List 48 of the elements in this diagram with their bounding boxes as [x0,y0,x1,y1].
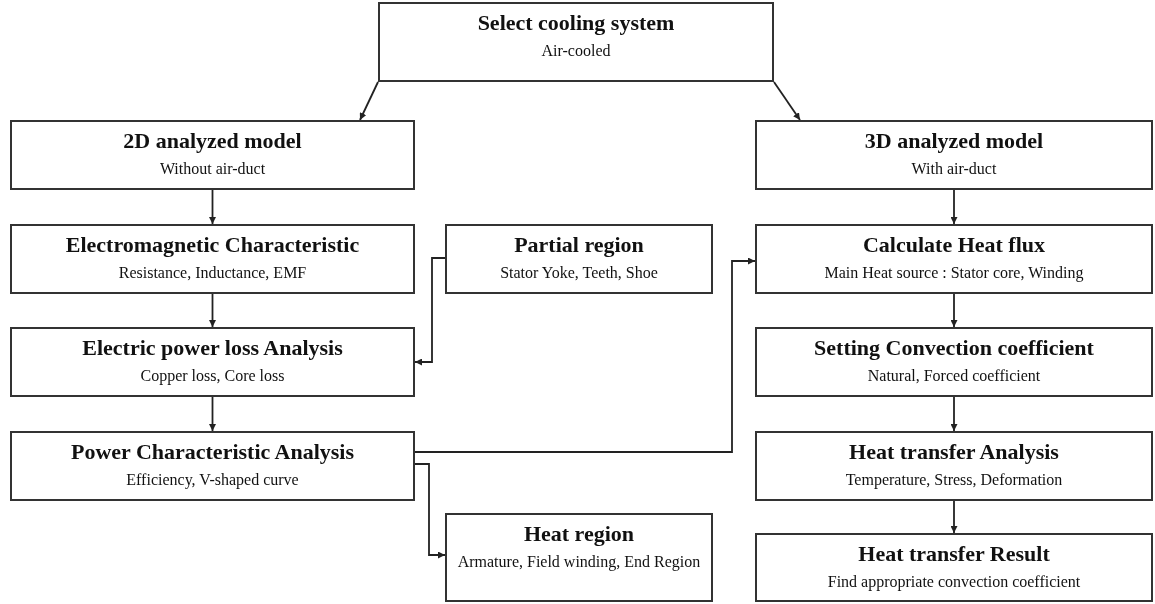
process-box [445,513,713,602]
arrow [414,257,446,366]
box-detail: Armature, Field winding, End Region [456,552,702,573]
process-box [755,224,1153,294]
box-detail: Air-cooled [540,41,612,61]
arrow [209,396,216,432]
process-box [755,327,1153,397]
process-box [378,2,774,82]
box-heading: Heat region [523,520,635,548]
box-heading: Electric power loss Analysis [82,334,343,362]
arrow [950,293,958,328]
process-box [755,120,1153,190]
arrow [209,293,216,328]
box-detail: Main Heat source : Stator core, Winding [823,263,1085,284]
process-box [10,327,415,397]
arrow [950,189,958,225]
arrow [359,81,379,121]
box-detail: Temperature, Stress, Deformation [844,470,1064,491]
box-heading: Power Characteristic Analysis [70,438,355,466]
box-heading: 2D analyzed model [123,127,302,155]
arrow [209,189,216,225]
box-heading: Heat transfer Result [858,540,1050,568]
box-detail: Resistance, Inductance, EMF [117,263,308,283]
process-box [445,224,713,294]
box-heading: Calculate Heat flux [862,231,1046,259]
process-box [10,120,415,190]
process-box [10,224,415,294]
arrow [950,500,958,534]
arrow [414,257,756,453]
box-detail: Copper loss, Core loss [139,366,286,387]
box-heading: Electromagnetic Characteristic [65,231,360,259]
box-detail: Stator Yoke, Teeth, Shoe [499,263,659,283]
box-detail: Without air-duct [158,159,267,179]
arrow [773,81,801,121]
box-detail: Find appropriate convection coefficient [826,572,1082,593]
box-detail: Natural, Forced coefficient [866,366,1042,386]
box-heading: Partial region [514,231,644,259]
process-box [755,431,1153,501]
arrow [950,396,958,432]
box-heading: 3D analyzed model [864,127,1044,155]
box-detail: With air-duct [910,159,998,179]
process-box [10,431,415,501]
box-heading: Select cooling system [477,9,675,37]
box-heading: Heat transfer Analysis [849,438,1059,466]
box-detail: Efficiency, V-shaped curve [125,470,300,491]
arrow [414,463,446,559]
process-box [755,533,1153,602]
box-heading: Setting Convection coefficient [814,334,1094,362]
